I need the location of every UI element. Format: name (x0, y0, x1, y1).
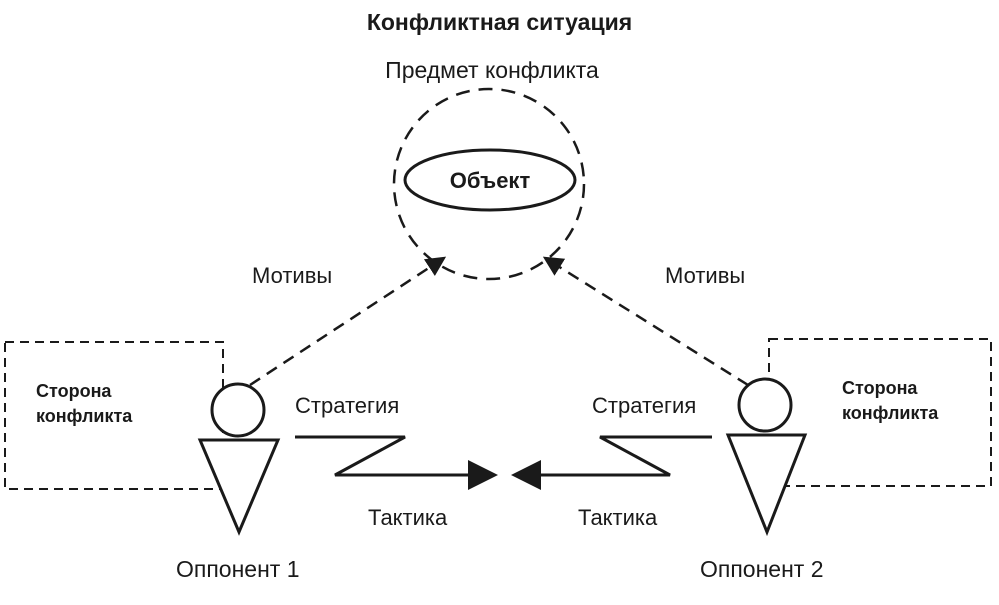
side-label-left: Сторона конфликта (36, 379, 132, 429)
motives-label-left: Мотивы (252, 263, 333, 288)
opponent-1-head (210, 382, 266, 438)
side-label-left-line1: Сторона (36, 381, 112, 401)
tactics-label-left: Тактика (368, 505, 448, 530)
side-label-right: Сторона конфликта (842, 376, 938, 426)
object-ellipse (403, 148, 577, 212)
strategy-label-right: Стратегия (592, 393, 697, 418)
opponent-2-label: Оппонент 2 (700, 556, 824, 582)
strategy-label-left: Стратегия (295, 393, 400, 418)
subject-circle (392, 87, 586, 281)
opponent-1-body (197, 438, 281, 536)
side-label-right-line2: конфликта (842, 403, 939, 423)
tactics-label-right: Тактика (578, 505, 658, 530)
strategy-arrow-left (295, 435, 498, 490)
opponent-1-label: Оппонент 1 (176, 556, 300, 582)
strategy-arrow-right (511, 435, 712, 490)
motives-label-right: Мотивы (665, 263, 746, 288)
side-label-left-line2: конфликта (36, 406, 133, 426)
opponent-2-body (725, 433, 808, 537)
diagram-title: Конфликтная ситуация (366, 9, 633, 35)
side-label-right-line1: Сторона (842, 378, 918, 398)
object-label: Объект (449, 168, 531, 193)
subject-label: Предмет конфликта (385, 57, 599, 83)
opponent-2-head (737, 377, 793, 433)
